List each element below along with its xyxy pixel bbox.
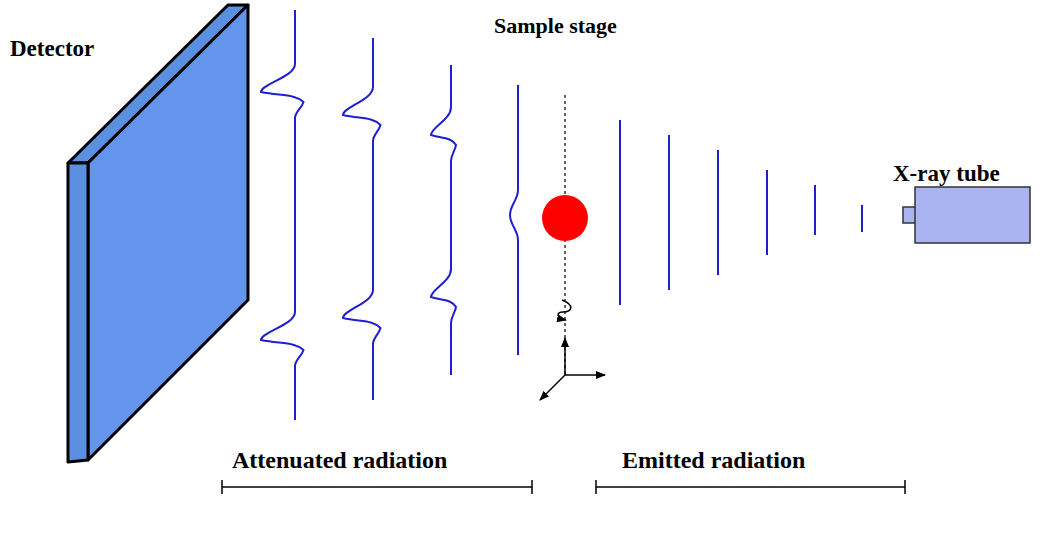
detector-panel (68, 5, 248, 462)
stage-axes (540, 338, 605, 400)
wavefront (814, 185, 816, 235)
wavefront (766, 170, 768, 255)
rotation-arrow (558, 300, 571, 320)
wavefront (619, 120, 621, 305)
sample-stage-label: Sample stage (494, 13, 617, 39)
wavefront (431, 65, 456, 375)
wavefront (717, 150, 719, 275)
emitted-radiation-label: Emitted radiation (622, 447, 805, 474)
xray-tube (903, 187, 1030, 243)
wavefront (510, 85, 518, 355)
wavefront (668, 135, 670, 290)
radiation-wavefronts (261, 10, 862, 420)
wavefront (261, 10, 304, 420)
wavefront (861, 205, 863, 232)
wavefront (343, 38, 381, 400)
sample (542, 195, 588, 241)
attenuated-radiation-label: Attenuated radiation (232, 447, 447, 474)
brackets (222, 480, 905, 494)
detector-label: Detector (10, 36, 94, 62)
xray-tube-label: X-ray tube (893, 161, 1000, 187)
